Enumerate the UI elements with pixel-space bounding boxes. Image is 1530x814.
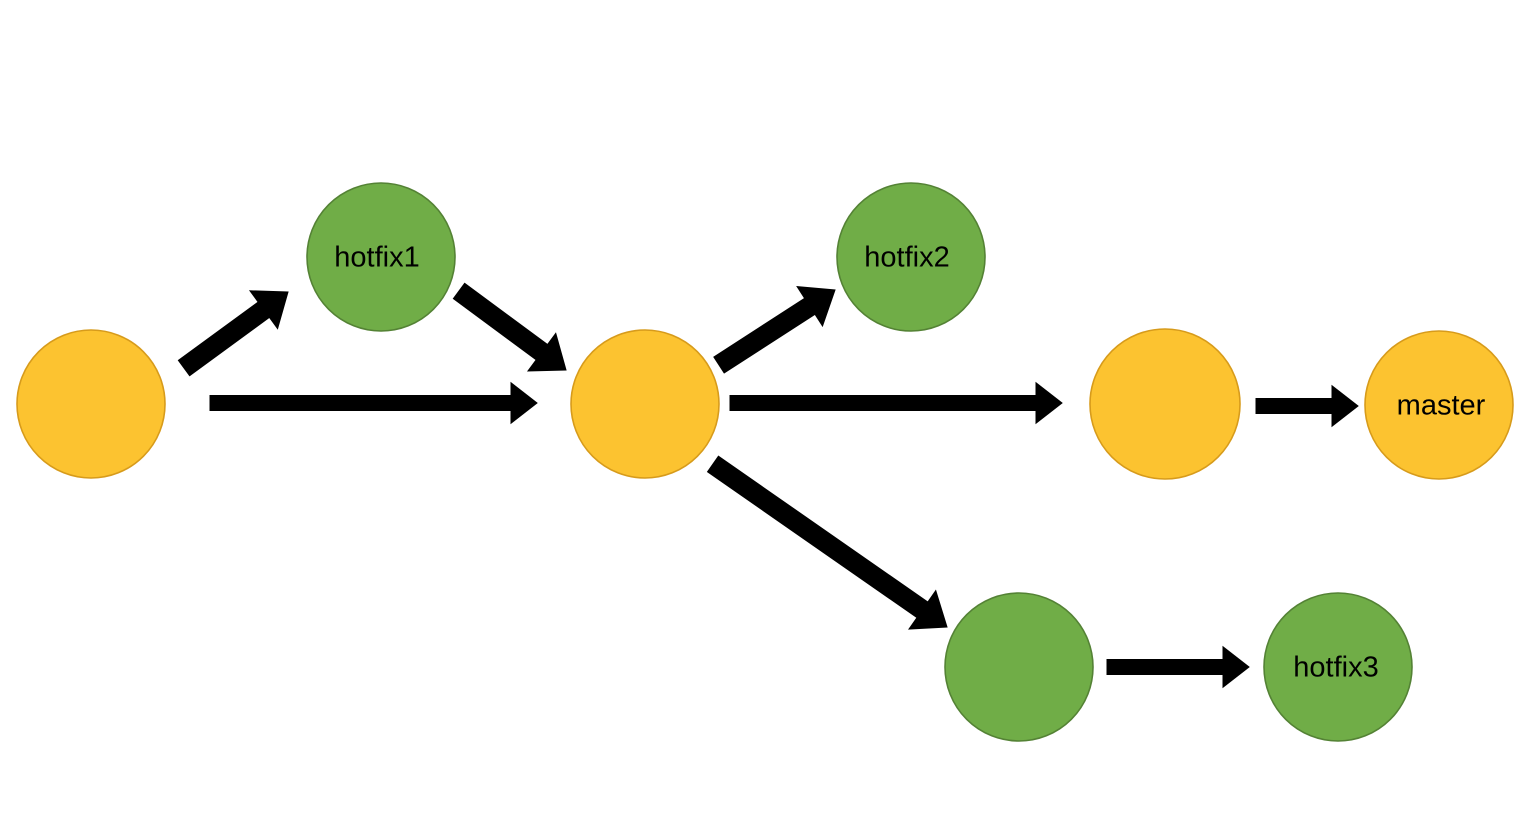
arrow-c2-to-c4 xyxy=(706,455,948,630)
arrow-hotfix1-to-c2 xyxy=(452,282,567,372)
node-c2[interactable] xyxy=(570,329,720,479)
node-c1[interactable] xyxy=(16,329,166,479)
node-master[interactable]: master xyxy=(1364,330,1514,480)
node-c3[interactable] xyxy=(1089,328,1241,480)
node-circle-c4[interactable] xyxy=(944,592,1094,742)
arrow-c1-to-c2 xyxy=(209,381,538,425)
node-circle-c3[interactable] xyxy=(1089,328,1241,480)
node-circle-hotfix2[interactable] xyxy=(836,182,986,332)
node-hotfix1[interactable]: hotfix1 xyxy=(306,182,456,332)
node-label-hotfix1: hotfix1 xyxy=(334,242,419,274)
node-circle-hotfix3[interactable] xyxy=(1263,592,1413,742)
arrow-c1-to-hotfix1 xyxy=(177,290,289,377)
arrow-c4-to-hotfix3 xyxy=(1106,645,1250,689)
arrow-c3-to-master xyxy=(1255,384,1359,428)
node-label-master: master xyxy=(1397,390,1486,422)
node-c4[interactable] xyxy=(944,592,1094,742)
edges-layer xyxy=(177,282,1359,689)
node-label-hotfix3: hotfix3 xyxy=(1293,652,1378,684)
node-circle-c1[interactable] xyxy=(16,329,166,479)
node-circle-hotfix1[interactable] xyxy=(306,182,456,332)
node-circle-c2[interactable] xyxy=(570,329,720,479)
nodes-layer: hotfix1 hotfix2 master hotfix3 xyxy=(16,182,1514,742)
node-circle-master[interactable] xyxy=(1364,330,1514,480)
arrow-c2-to-hotfix2 xyxy=(713,286,836,374)
arrow-c2-to-c3 xyxy=(729,381,1063,425)
node-label-hotfix2: hotfix2 xyxy=(864,242,949,274)
node-hotfix2[interactable]: hotfix2 xyxy=(836,182,986,332)
node-hotfix3[interactable]: hotfix3 xyxy=(1263,592,1413,742)
